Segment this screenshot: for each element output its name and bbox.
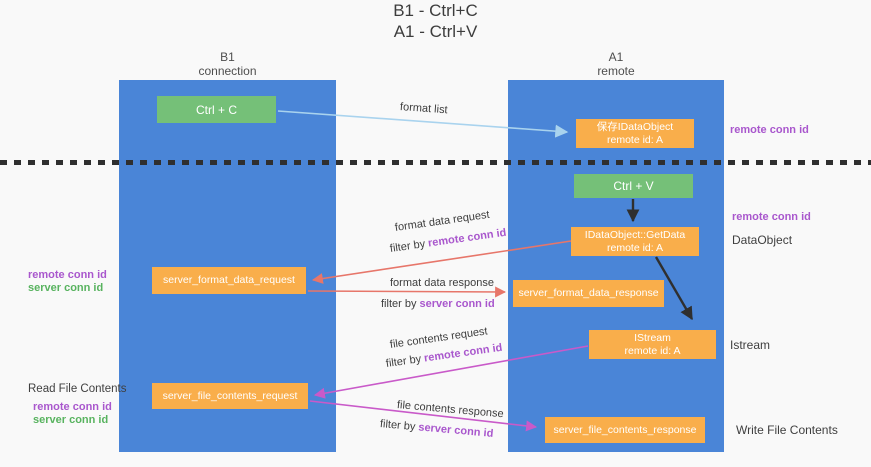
lane-b1-name: B1 — [220, 50, 235, 64]
label-dataobject: DataObject — [732, 233, 793, 247]
node-save-dataobject-line2: remote id: A — [606, 133, 664, 146]
node-save-dataobject-line1: 保存IDataObject — [596, 120, 674, 133]
diagram-title: B1 - Ctrl+C A1 - Ctrl+V — [0, 0, 871, 42]
label-remote-conn-id-top: remote conn id — [730, 124, 809, 136]
title-line-2: A1 - Ctrl+V — [393, 22, 478, 41]
lane-a1-subtitle: remote — [597, 64, 635, 78]
node-getdata-line1: IDataObject::GetData — [584, 228, 686, 241]
lane-header-a1: A1 remote — [508, 50, 724, 78]
node-server-file-contents-request-label: server_file_contents_request — [162, 389, 298, 402]
node-istream: IStream remote id: A — [589, 330, 716, 359]
label-remote-conn-id-mid: remote conn id — [732, 211, 811, 223]
node-server-format-data-response-label: server_format_data_response — [518, 287, 659, 299]
label-write-file-contents: Write File Contents — [736, 423, 838, 437]
arrow-format-data-response — [307, 286, 507, 298]
node-istream-line2: remote id: A — [624, 344, 681, 357]
node-getdata-line2: remote id: A — [606, 241, 664, 254]
node-getdata: IDataObject::GetData remote id: A — [571, 227, 699, 256]
lane-b1-subtitle: connection — [198, 64, 257, 78]
node-server-format-data-request-label: server_format_data_request — [163, 274, 295, 286]
filter-server-conn-id: server conn id — [417, 421, 494, 440]
label-istream: Istream — [730, 338, 771, 352]
arrow-label-file-contents-response: file contents response — [396, 399, 505, 421]
label-remote-conn-id-left2: remote conn id — [33, 401, 112, 413]
filter-by-text: filter by — [385, 352, 425, 370]
node-ctrl-v-label: Ctrl + V — [613, 179, 654, 193]
arrow-label-format-list: format list — [399, 101, 448, 117]
filter-server-conn-id: server conn id — [419, 298, 495, 310]
filter-remote-conn-id: remote conn id — [427, 226, 508, 250]
filter-remote-conn-id: remote conn id — [423, 341, 504, 365]
node-server-file-contents-response: server_file_contents_response — [545, 417, 705, 443]
dashed-separator — [0, 160, 871, 165]
node-server-format-data-response: server_format_data_response — [513, 280, 664, 307]
arrow-label-filter-server-1: filter by server conn id — [381, 298, 495, 310]
arrow-label-filter-server-2: filter by server conn id — [379, 418, 493, 440]
node-server-file-contents-request: server_file_contents_request — [152, 383, 308, 409]
label-server-conn-id-left2: server conn id — [33, 414, 109, 426]
label-remote-conn-id-left1: remote conn id — [28, 269, 107, 281]
label-server-conn-id-left1: server conn id — [28, 282, 104, 294]
filter-by-text: filter by — [381, 298, 420, 310]
node-server-file-contents-response-label: server_file_contents_response — [553, 423, 697, 436]
node-ctrl-c: Ctrl + C — [157, 96, 276, 123]
node-istream-line1: IStream — [634, 331, 671, 344]
label-read-file-contents: Read File Contents — [28, 383, 127, 395]
lane-header-b1: B1 connection — [119, 50, 336, 78]
node-server-format-data-request: server_format_data_request — [152, 267, 306, 294]
lane-a1-name: A1 — [608, 50, 624, 64]
node-ctrl-c-label: Ctrl + C — [195, 102, 237, 117]
title-line-1: B1 - Ctrl+C — [393, 1, 478, 20]
arrow-label-format-data-response: format data response — [390, 277, 494, 289]
filter-by-text: filter by — [379, 418, 419, 434]
node-ctrl-v: Ctrl + V — [574, 174, 693, 198]
filter-by-text: filter by — [389, 237, 429, 255]
node-save-dataobject: 保存IDataObject remote id: A — [576, 119, 694, 148]
